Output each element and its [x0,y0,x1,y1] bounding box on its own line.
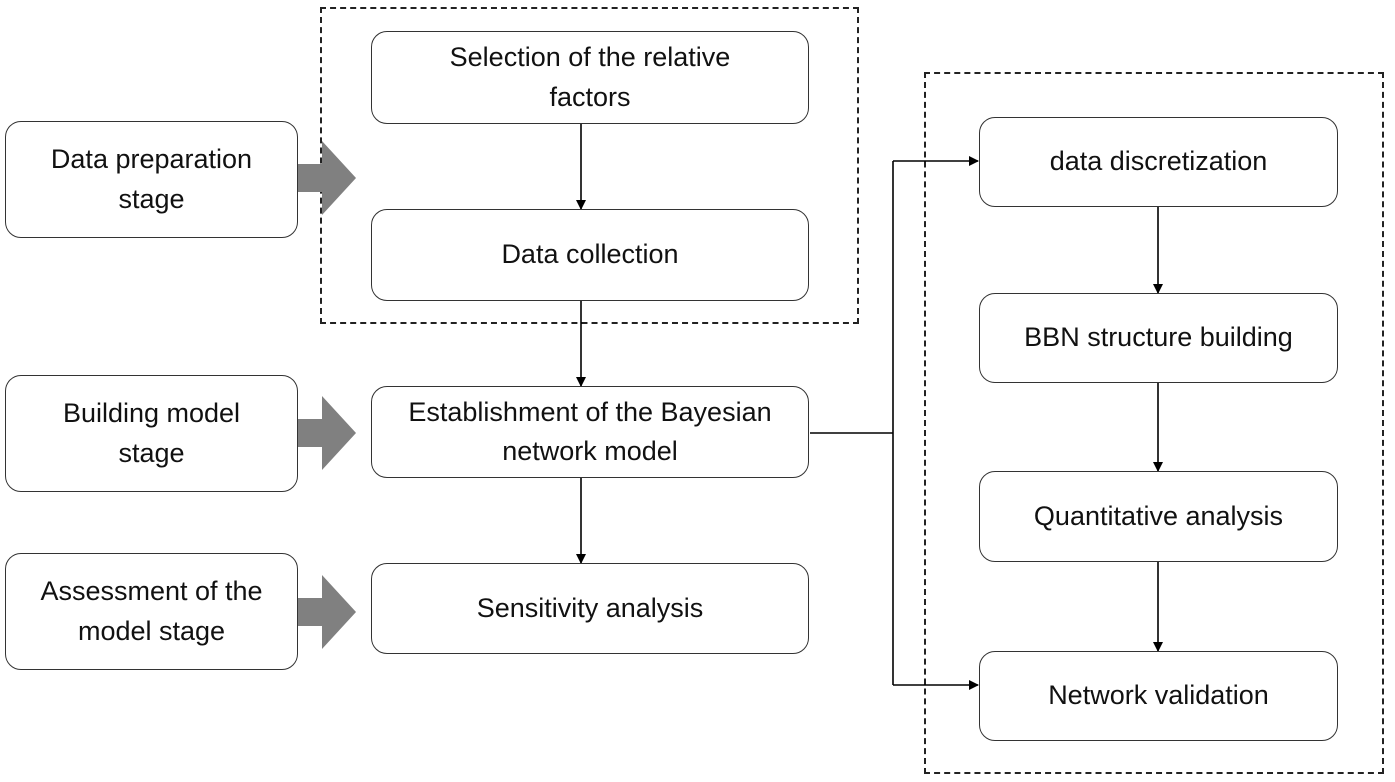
process-data-collection: Data collection [371,209,809,301]
process-collection-label: Data collection [501,239,679,270]
process-selection-of-relative-factors: Selection of the relative factors [371,31,809,124]
stage-assessment: Assessment of the model stage [5,553,298,670]
block-arrow-building-model [298,396,356,470]
network-process-group-frame [924,72,1384,774]
step-quantitative-label: Quantitative analysis [1033,500,1284,531]
process-sensitivity-analysis: Sensitivity analysis [371,563,809,654]
process-selection-label: Selection of the relative factors [449,42,731,112]
stage-data-preparation-label: Data preparation stage [50,144,253,214]
step-network-validation: Network validation [979,651,1338,741]
block-arrow-assessment [298,575,356,649]
process-sensitivity-label: Sensitivity analysis [476,592,704,623]
stage-building-model-label: Building model stage [62,398,241,468]
stage-assessment-label: Assessment of the model stage [40,576,263,646]
process-establishment-label: Establishment of the Bayesian network mo… [408,396,772,466]
step-structure-label: BBN structure building [1024,322,1293,353]
process-establishment-bayesian-network: Establishment of the Bayesian network mo… [371,386,809,478]
stage-building-model: Building model stage [5,375,298,492]
step-validation-label: Network validation [1048,680,1269,711]
step-quantitative-analysis: Quantitative analysis [979,471,1338,562]
block-arrow-data-preparation [298,141,356,215]
step-bbn-structure-building: BBN structure building [979,293,1338,383]
step-data-discretization: data discretization [979,117,1338,207]
stage-data-preparation: Data preparation stage [5,121,298,238]
step-discretization-label: data discretization [1049,146,1268,177]
